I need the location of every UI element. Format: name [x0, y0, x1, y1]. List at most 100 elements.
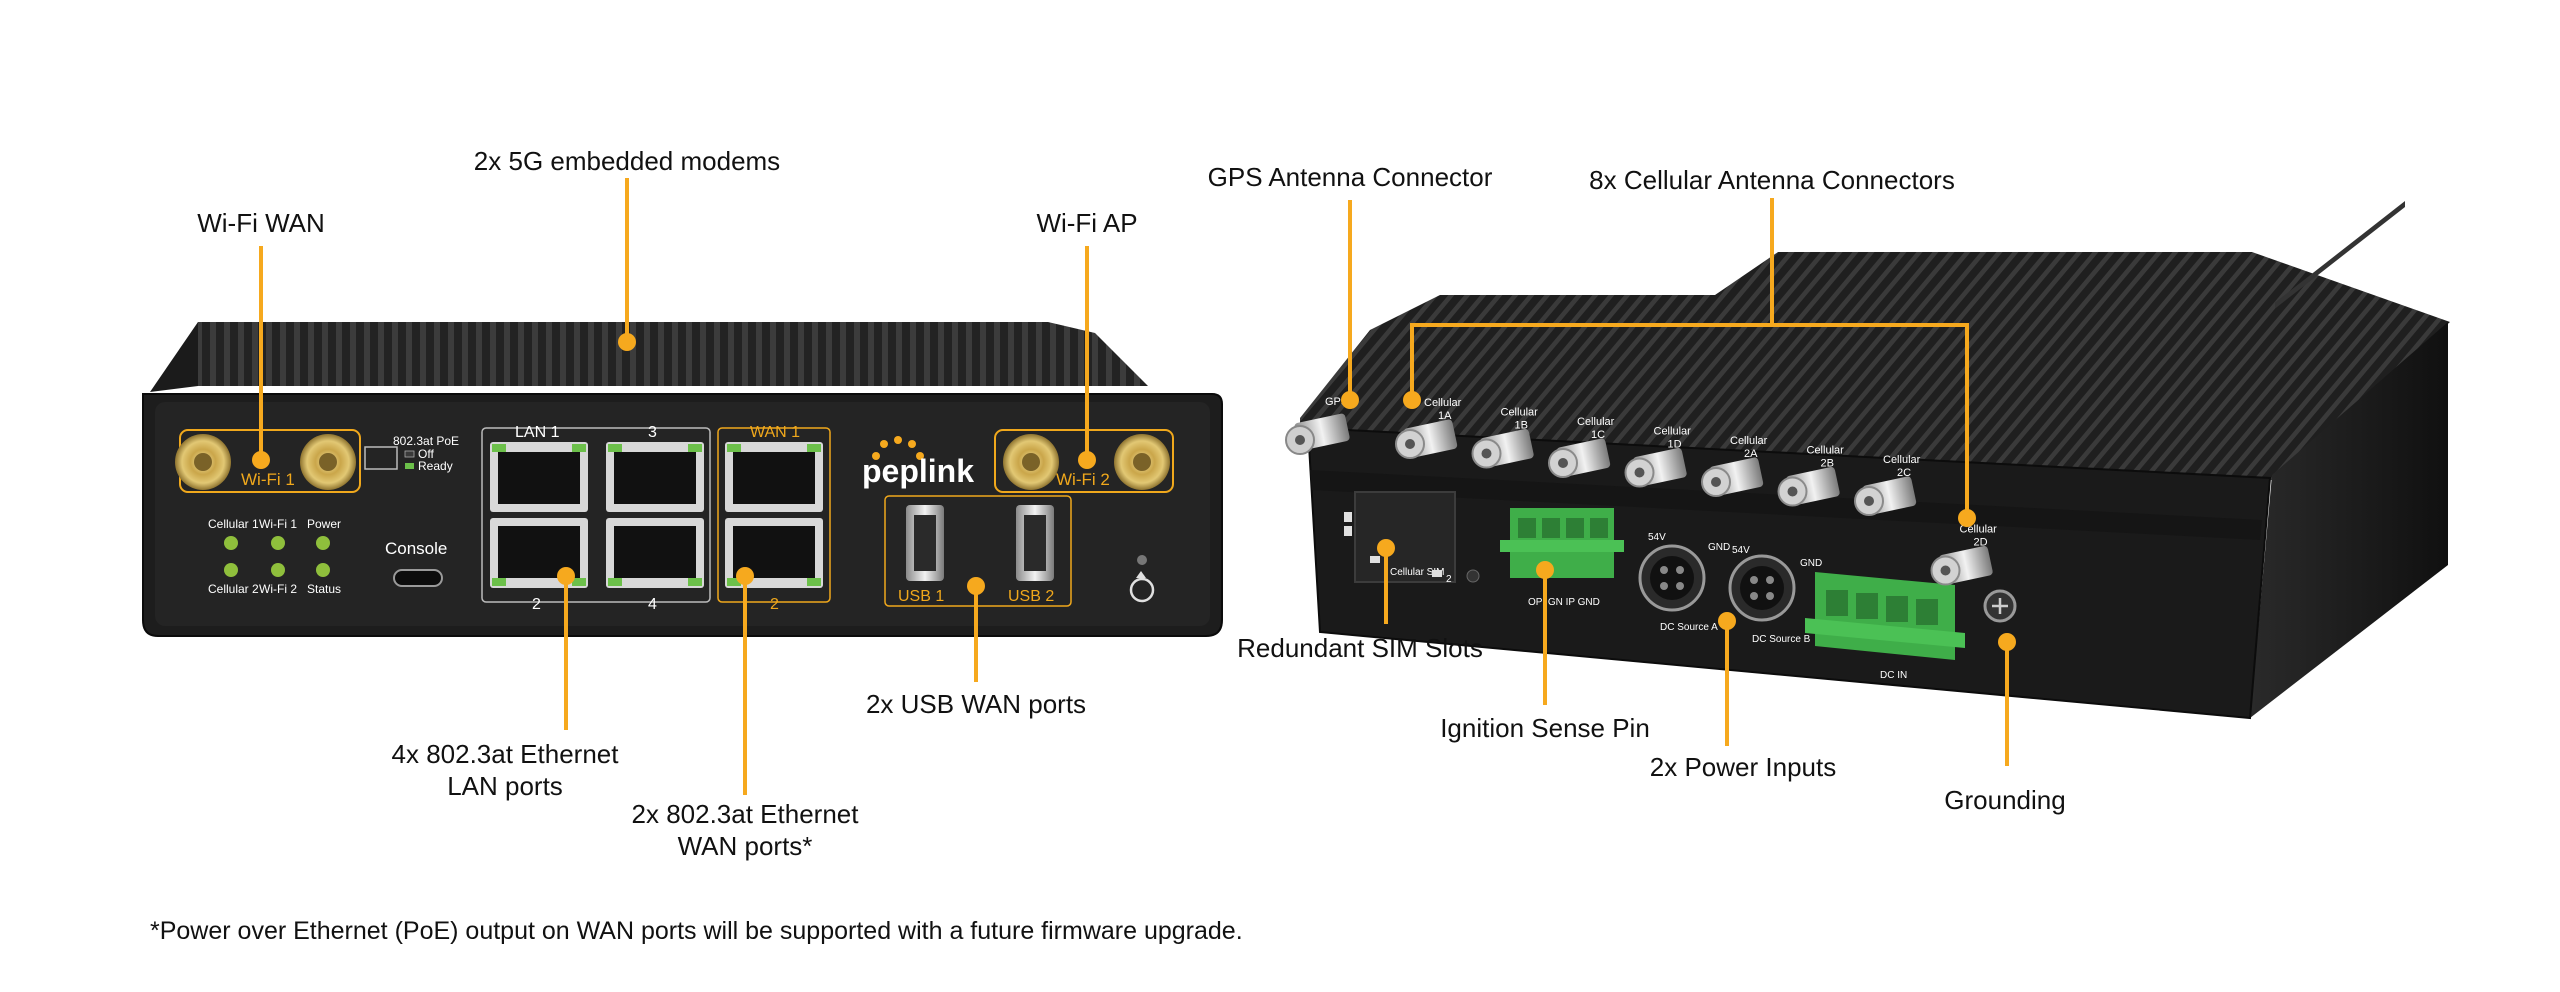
- wifi2-frame: [994, 429, 1174, 493]
- rear-side-panel: [2250, 322, 2448, 718]
- cellular-connector-label-6: Cellular: [1807, 445, 1845, 457]
- lan2-label: 2: [532, 596, 541, 613]
- led-label-status: Status: [307, 582, 341, 596]
- dc-source-a-label: DC Source A: [1660, 622, 1718, 633]
- label-grounding: Grounding: [1944, 785, 2065, 815]
- cellular-connector-label-1: Cellular: [1424, 397, 1462, 409]
- led-wifi2: [271, 563, 285, 577]
- cellular-connector-sublabel-2: 1B: [1515, 420, 1528, 432]
- cellular-connector-sublabel-3: 1C: [1591, 429, 1605, 441]
- cellular-connector-sublabel-6: 2B: [1821, 458, 1834, 470]
- lan-port-3[interactable]: [606, 442, 704, 512]
- usb2-label: USB 2: [1008, 588, 1054, 605]
- led-label-cellular2: Cellular 2: [208, 582, 259, 596]
- brand-text: peplink: [862, 453, 974, 489]
- usb1-label: USB 1: [898, 588, 944, 605]
- cellular-connector-sublabel-8: 2D: [1974, 537, 1988, 549]
- callout-labels: 2x 5G embedded modems Wi-Fi WAN Wi-Fi AP…: [197, 146, 2065, 861]
- cellular-connector-sublabel-1: 1A: [1438, 410, 1452, 422]
- label-wifi-ap: Wi-Fi AP: [1036, 208, 1137, 238]
- label-ignition: Ignition Sense Pin: [1440, 713, 1650, 743]
- label-wifi-wan: Wi-Fi WAN: [197, 208, 325, 238]
- cellular-connector-label-2: Cellular: [1501, 407, 1539, 419]
- peplink-logo: peplink: [862, 436, 974, 489]
- cellular-connector-label-4: Cellular: [1654, 426, 1692, 438]
- poe-ready-label: Ready: [418, 459, 453, 473]
- leader-lines: [252, 178, 2016, 795]
- label-lan-ports-line1: 4x 802.3at Ethernet: [392, 739, 620, 769]
- led-label-power: Power: [307, 517, 341, 531]
- lan-port-1[interactable]: [490, 442, 588, 512]
- wan-port-1[interactable]: [725, 442, 823, 512]
- ignition-terminal[interactable]: [1500, 508, 1624, 578]
- front-heatsink: [185, 322, 1148, 386]
- led-cellular2: [224, 563, 238, 577]
- cellular-connector-sublabel-4: 1D: [1668, 439, 1682, 451]
- dc-b-54v: 54V: [1732, 545, 1750, 556]
- footnote: *Power over Ethernet (PoE) output on WAN…: [150, 917, 1243, 945]
- led-cellular1: [224, 536, 238, 550]
- poe-title: 802.3at PoE: [393, 434, 459, 448]
- front-device: Wi-Fi 1 802.3at PoE Off Ready Cellular 1…: [142, 322, 1223, 637]
- cellular-connector-sublabel-7: 2C: [1897, 467, 1911, 479]
- dc-in-label: DC IN: [1880, 670, 1907, 681]
- dc-source-b-connector[interactable]: [1728, 554, 1796, 622]
- wifi2-label: Wi-Fi 2: [1056, 470, 1110, 489]
- led-label-wifi1: Wi-Fi 1: [259, 517, 297, 531]
- poe-port-icon: [364, 446, 398, 470]
- rear-heatsink: [1300, 252, 2450, 480]
- dc-source-b-label: DC Source B: [1752, 634, 1811, 645]
- leader-cellular-bracket: [1410, 323, 1969, 516]
- cellular-connector-label-5: Cellular: [1730, 435, 1768, 447]
- label-gps: GPS Antenna Connector: [1208, 162, 1493, 192]
- sim2-label: 2: [1446, 574, 1452, 585]
- lan4-label: 4: [648, 596, 657, 613]
- led-status: [316, 563, 330, 577]
- console-label: Console: [385, 539, 447, 558]
- label-power-inputs: 2x Power Inputs: [1650, 752, 1836, 782]
- lan-port-4[interactable]: [606, 518, 704, 588]
- led-label-cellular1: Cellular 1: [208, 517, 259, 531]
- dc-a-54v: 54V: [1648, 532, 1666, 543]
- wan1-label: WAN 1: [750, 424, 800, 441]
- cellular-connector-label-3: Cellular: [1577, 416, 1615, 428]
- ignition-pin-labels: OP IGN IP GND: [1528, 597, 1600, 608]
- lan3-label: 3: [648, 424, 657, 441]
- lan1-label: LAN 1: [515, 424, 560, 441]
- led-power: [316, 536, 330, 550]
- gps-antenna-connector[interactable]: [1285, 413, 1350, 455]
- dc-a-gnd: GND: [1708, 542, 1730, 553]
- cellular-connector-label-7: Cellular: [1883, 454, 1921, 466]
- cellular-connector-sublabel-5: 2A: [1744, 448, 1758, 460]
- rear-device: Cellular SIM 2 OP IGN IP GND 54V GND DC …: [1285, 201, 2450, 720]
- lan-group-frame: [481, 427, 711, 603]
- dc-source-a-connector[interactable]: [1638, 544, 1706, 612]
- wan2-label: 2: [770, 596, 779, 613]
- reset-led: [1137, 555, 1147, 565]
- dc-in-terminal[interactable]: [1805, 572, 1965, 660]
- label-lan-ports-line2: LAN ports: [447, 771, 563, 801]
- sim-slot-cover[interactable]: [1354, 491, 1456, 583]
- console-port[interactable]: [393, 569, 443, 587]
- wan-group-frame: [717, 427, 831, 603]
- label-usb: 2x USB WAN ports: [866, 689, 1086, 719]
- label-modems: 2x 5G embedded modems: [474, 146, 780, 176]
- label-cellular: 8x Cellular Antenna Connectors: [1589, 165, 1955, 195]
- wan-port-2[interactable]: [725, 518, 823, 588]
- cellular-sim-label: Cellular SIM: [1390, 567, 1444, 578]
- led-wifi1: [271, 536, 285, 550]
- label-sim: Redundant SIM Slots: [1237, 633, 1483, 663]
- reset-icon[interactable]: [1129, 577, 1155, 603]
- dc-b-gnd: GND: [1800, 558, 1822, 569]
- led-label-wifi2: Wi-Fi 2: [259, 582, 297, 596]
- label-wan-ports-line1: 2x 802.3at Ethernet: [632, 799, 860, 829]
